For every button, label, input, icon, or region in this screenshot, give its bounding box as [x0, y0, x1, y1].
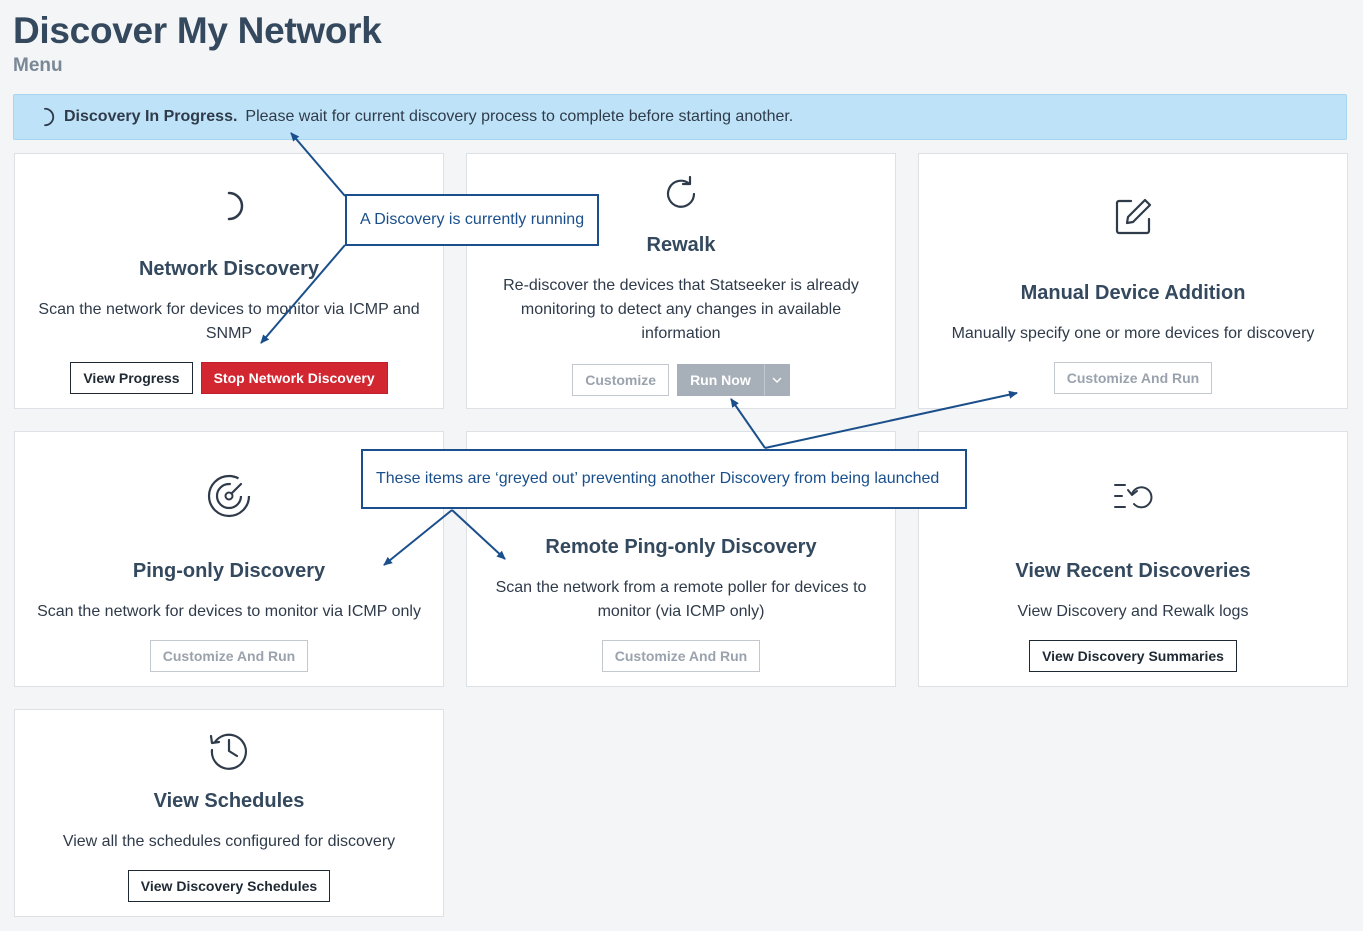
card-title: Ping-only Discovery: [132, 560, 326, 582]
card-view-recent-discoveries: View Recent Discoveries View Discovery a…: [918, 431, 1348, 687]
page-title: Discover My Network: [13, 10, 382, 51]
banner-message: Please wait for current discovery proces…: [245, 108, 794, 125]
card-description: View Discovery and Rewalk logs: [1017, 603, 1249, 620]
run-now-button[interactable]: Run Now: [677, 364, 764, 396]
card-description: Scan the network for devices to monitor …: [38, 301, 420, 342]
card-title: View Recent Discoveries: [1015, 560, 1251, 582]
edit-icon: [1115, 198, 1152, 235]
card-manual-device-addition: Manual Device Addition Manually specify …: [918, 153, 1348, 409]
card-view-schedules: View Schedules View all the schedules co…: [14, 709, 444, 917]
card-network-discovery: Network Discovery Scan the network for d…: [14, 153, 444, 409]
card-title: Manual Device Addition: [1020, 282, 1246, 304]
banner-status: Discovery In Progress.: [64, 108, 238, 125]
customize-and-run-button[interactable]: Customize And Run: [601, 640, 761, 672]
view-discovery-schedules-button[interactable]: View Discovery Schedules: [127, 870, 331, 902]
stop-network-discovery-button[interactable]: Stop Network Discovery: [200, 362, 388, 394]
card-description: Re-discover the devices that Statseeker …: [503, 277, 859, 342]
customize-and-run-button[interactable]: Customize And Run: [149, 640, 309, 672]
card-title: Remote Ping-only Discovery: [545, 536, 817, 558]
view-discovery-summaries-button[interactable]: View Discovery Summaries: [1029, 640, 1237, 672]
spinner-icon: [44, 107, 55, 127]
history-list-icon: [1114, 484, 1153, 509]
card-description: Manually specify one or more devices for…: [951, 325, 1315, 342]
card-description: Scan the network from a remote poller fo…: [495, 579, 867, 620]
card-rewalk: Rewalk Re-discover the devices that Stat…: [466, 153, 896, 409]
card-title: Rewalk: [646, 234, 716, 256]
run-now-dropdown-button[interactable]: [763, 364, 790, 396]
card-ping-only-discovery: Ping-only Discovery Scan the network for…: [14, 431, 444, 687]
customize-button[interactable]: Customize: [572, 364, 670, 396]
spinner-icon: [227, 191, 244, 221]
history-clock-icon: [209, 733, 247, 770]
refresh-icon: [666, 175, 696, 208]
card-title: View Schedules: [153, 790, 305, 812]
page-subtitle: Menu: [13, 55, 63, 76]
card-description: Scan the network for devices to monitor …: [37, 603, 421, 620]
radar-icon: [207, 474, 251, 518]
annotation-greyed-out: These items are ‘greyed out’ preventing …: [361, 449, 967, 509]
discovery-progress-banner: Discovery In Progress. Please wait for c…: [13, 94, 1347, 140]
annotation-discovery-running: A Discovery is currently running: [345, 194, 599, 246]
card-description: View all the schedules configured for di…: [62, 833, 396, 850]
customize-and-run-button[interactable]: Customize And Run: [1053, 362, 1213, 394]
card-title: Network Discovery: [138, 258, 320, 280]
chevron-down-icon: [772, 377, 782, 383]
view-progress-button[interactable]: View Progress: [70, 362, 193, 394]
